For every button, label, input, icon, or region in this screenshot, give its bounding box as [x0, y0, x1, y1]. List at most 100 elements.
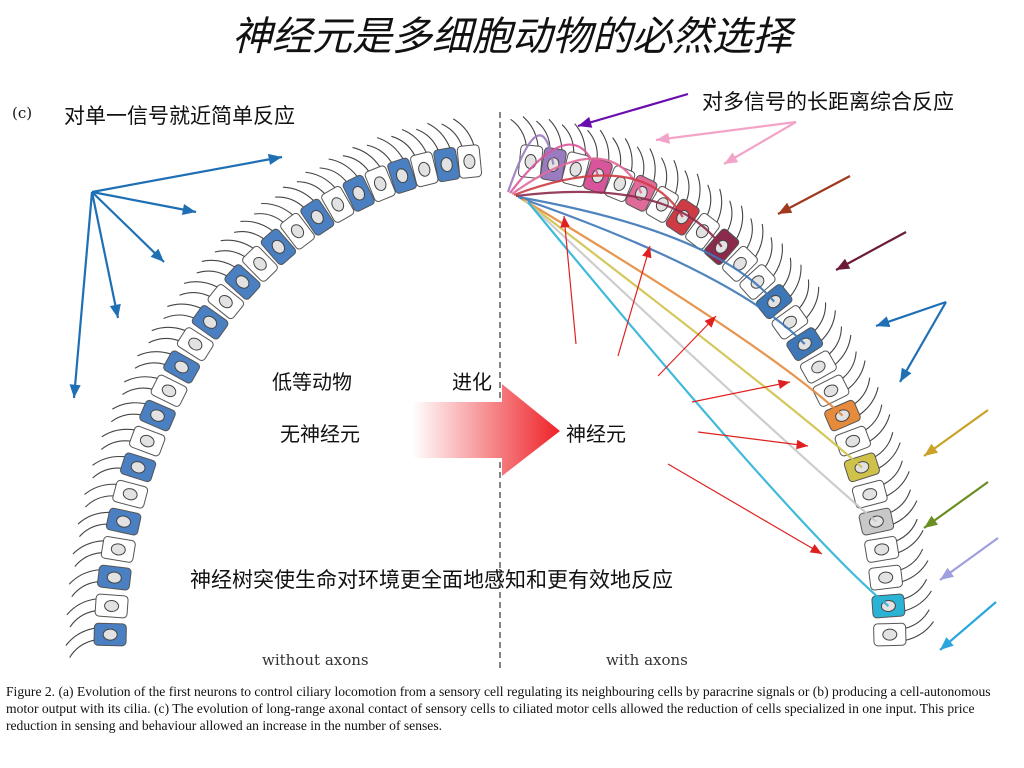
cilium — [898, 530, 924, 554]
axon-pointer-arrow — [563, 215, 577, 345]
label-neurons: 神经元 — [566, 422, 626, 446]
ciliated-cell — [864, 518, 924, 563]
cilium — [696, 173, 701, 208]
cilium — [79, 523, 107, 537]
cilium — [805, 286, 820, 319]
cilium — [902, 560, 929, 583]
right-caption: 对多信号的长距离综合反应 — [702, 90, 954, 114]
cilium — [821, 310, 836, 341]
cilium — [196, 270, 227, 277]
input-signal-arrow-head — [940, 637, 954, 650]
left-signal-arrow — [90, 191, 120, 319]
cilium — [134, 362, 165, 369]
cilium — [727, 200, 733, 232]
cilium — [896, 518, 918, 542]
cell-nucleus — [373, 176, 387, 192]
axon — [519, 196, 806, 345]
input-signal-arrow-head — [778, 202, 793, 214]
cilium — [163, 314, 194, 320]
axon-pointer-arrows — [560, 215, 823, 555]
cell-nucleus — [823, 384, 839, 398]
cilium — [441, 123, 463, 147]
sensory-cell — [77, 507, 142, 537]
cell-nucleus — [418, 161, 431, 177]
cell-nucleus — [878, 571, 894, 584]
cilium — [123, 376, 158, 383]
left-signal-arrows — [69, 153, 283, 399]
ciliated-cell — [739, 237, 783, 300]
axon-bundle — [506, 134, 890, 607]
cilium — [84, 483, 117, 495]
input-signal-arrow — [899, 301, 947, 383]
cilium — [282, 186, 314, 201]
left-signal-arrow-head — [181, 204, 196, 215]
axon — [515, 190, 723, 248]
input-signal-arrow — [777, 175, 851, 215]
cell-nucleus — [463, 154, 476, 169]
cilium — [814, 302, 827, 331]
cell-nucleus — [235, 275, 250, 289]
cilium — [878, 442, 901, 469]
axon-pointer-arrow-head — [642, 246, 652, 259]
cilium — [167, 303, 201, 309]
cilium — [684, 170, 690, 201]
axon-pointer-arrow — [697, 431, 809, 447]
left-signal-arrow — [72, 191, 94, 399]
axon-pointer-arrow — [657, 315, 717, 377]
cell-nucleus — [174, 360, 189, 374]
cilium — [214, 250, 245, 258]
cell-nucleus — [845, 434, 861, 448]
left-signal-arrow-head — [69, 384, 81, 398]
input-signal-arrow-head — [578, 116, 593, 128]
cilium — [201, 259, 235, 268]
axon-pointer-arrow — [667, 463, 823, 555]
cilium — [296, 181, 325, 194]
cilium — [137, 351, 171, 357]
left-signal-arrow — [91, 191, 165, 263]
cilium — [122, 387, 153, 395]
figure-caption: Figure 2. (a) Evolution of the first neu… — [6, 684, 991, 733]
cilium — [275, 196, 304, 208]
cilium — [875, 432, 894, 458]
cilium — [240, 220, 273, 232]
cell-nucleus — [104, 599, 120, 613]
axon-pointer-arrow — [691, 381, 791, 403]
cell-nucleus — [116, 515, 132, 528]
ciliated-cell — [851, 460, 910, 509]
cilium — [587, 129, 598, 159]
cilium — [660, 157, 668, 188]
sensory-cell — [233, 220, 297, 265]
slide-title: 神经元是多细胞动物的必然选择 — [232, 14, 792, 60]
label-evolution: 进化 — [452, 370, 492, 394]
input-signal-arrow — [655, 120, 797, 142]
cell-nucleus — [290, 224, 305, 239]
cilium — [183, 281, 218, 288]
axon — [525, 200, 878, 523]
cell-nucleus — [218, 294, 233, 309]
input-signal-arrow-head — [656, 132, 670, 144]
cilium — [110, 413, 141, 423]
cilium — [905, 621, 934, 641]
cell-nucleus — [203, 315, 218, 329]
input-signal-arrow-head — [924, 515, 938, 528]
sensory-cell — [134, 350, 200, 384]
sensory-cell — [110, 399, 176, 432]
cell-nucleus — [874, 543, 890, 556]
axon — [521, 198, 844, 417]
right-input-arrows — [577, 92, 999, 651]
cilium — [854, 377, 871, 405]
input-signal-arrow-head — [876, 316, 891, 327]
cilium — [847, 360, 866, 390]
axon-pointer-arrow-head — [704, 316, 716, 328]
cilium — [905, 609, 930, 629]
ciliated-cell — [873, 609, 934, 647]
cell-nucleus — [569, 161, 582, 177]
cell-nucleus — [161, 384, 177, 398]
cilium — [893, 500, 918, 525]
ciliated-cell — [834, 404, 891, 457]
cilium — [427, 122, 451, 149]
cell-nucleus — [750, 275, 765, 289]
cilium — [112, 402, 146, 410]
axon — [513, 174, 684, 218]
sensory-cell — [416, 122, 461, 183]
